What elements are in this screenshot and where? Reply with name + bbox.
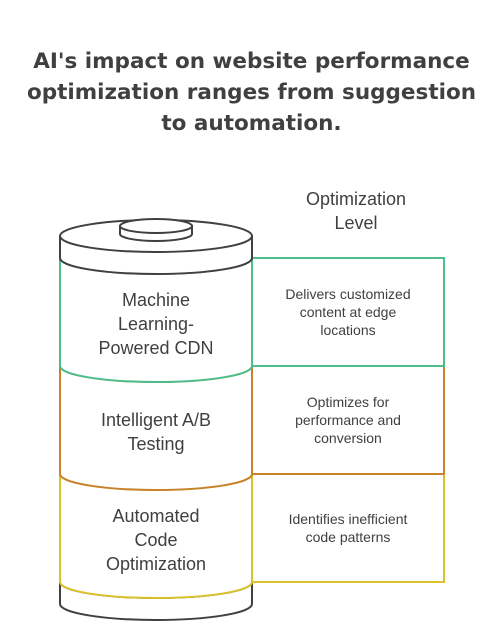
level-label-line: Machine <box>121 290 191 310</box>
description-box-yellow <box>251 473 445 583</box>
level-label-automated-code-optimization: Automated Code Optimization <box>60 504 252 576</box>
level-label-line: Intelligent A/B <box>100 410 212 430</box>
description-line: conversion <box>314 430 382 446</box>
description-line: code patterns <box>305 529 391 545</box>
description-line: Delivers customized <box>285 286 411 302</box>
level-label-line: Optimization <box>105 554 207 574</box>
level-description-intelligent-ab-testing: Optimizes for performance and conversion <box>252 393 444 447</box>
level-label-line: Code <box>134 530 178 550</box>
level-segment-machine-learning-cdn <box>59 257 445 383</box>
level-description-automated-code-optimization: Identifies inefficient code patterns <box>252 510 444 546</box>
level-label-intelligent-ab-testing: Intelligent A/B Testing <box>60 408 252 456</box>
description-line: Identifies inefficient <box>288 511 408 527</box>
title-line: optimization ranges from suggestion <box>26 80 477 105</box>
level-label-line: Testing <box>127 434 185 454</box>
description-box-green <box>251 257 445 367</box>
description-line: Optimizes for <box>306 394 390 410</box>
level-segment-automated-code-optimization <box>59 473 445 599</box>
level-label-line: Learning- <box>117 314 195 334</box>
optimization-level-label: Optimization Level <box>286 187 426 235</box>
level-label-line: Automated <box>112 506 200 526</box>
cylinder-top-cap <box>59 218 253 275</box>
page-title: AI's impact on website performance optim… <box>0 46 503 139</box>
level-segment-intelligent-ab-testing <box>59 365 445 491</box>
level-label-line: Optimization <box>305 189 407 209</box>
level-label-machine-learning-cdn: Machine Learning- Powered CDN <box>60 288 252 360</box>
title-line: to automation. <box>161 111 342 136</box>
title-line: AI's impact on website performance <box>33 49 470 74</box>
level-description-machine-learning-cdn: Delivers customized content at edge loca… <box>252 285 444 339</box>
description-box-orange <box>251 365 445 475</box>
description-line: performance and <box>295 412 401 428</box>
level-label-line: Level <box>334 213 378 233</box>
level-label-line: Powered CDN <box>98 338 214 358</box>
description-line: content at edge <box>299 304 397 320</box>
description-line: locations <box>320 322 376 338</box>
